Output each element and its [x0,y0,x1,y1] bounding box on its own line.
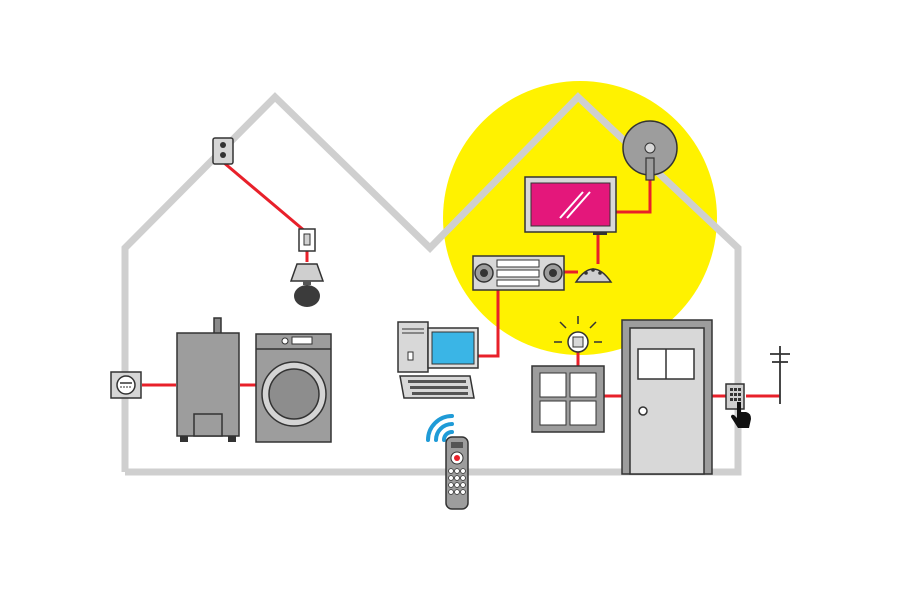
remote-control-icon [445,436,469,510]
utility-pole-icon [770,346,790,404]
house-outline [121,92,742,476]
wires [142,160,780,398]
flat-screen-tv-icon [524,176,617,235]
satellite-dish-icon [622,120,678,181]
wire-outlet-switch [222,160,307,234]
table-lamp-icon [289,263,325,307]
ceiling-light-icon [554,316,602,353]
desktop-computer-icon [397,321,479,373]
window-icon [531,365,605,433]
washing-machine-icon [255,333,332,443]
electric-meter-icon [110,371,142,399]
outlet-icon [212,137,234,165]
light-switch-icon [298,228,316,252]
wifi-signal-icon [426,414,454,442]
water-heater-icon [176,317,240,442]
keyboard-icon [399,375,475,399]
wire-stereo-computer [478,290,500,358]
wire-tv-dish [616,180,652,214]
cable-modem-icon [574,268,613,283]
door-keypad-icon [725,383,745,410]
front-door-icon [621,319,713,475]
pointing-hand-icon [731,402,751,428]
stereo-system-icon [472,255,565,291]
